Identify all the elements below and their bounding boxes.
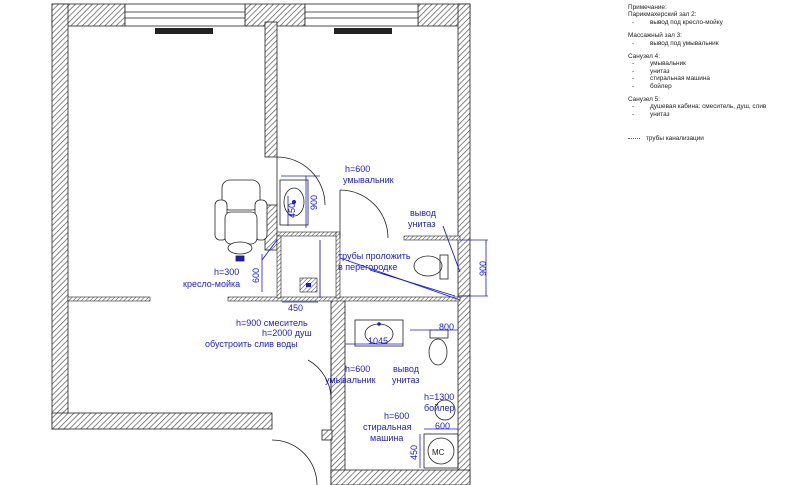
dim-450-shower: 450: [288, 303, 303, 313]
notes-item-text: умывальник: [650, 60, 686, 68]
notes-item-text: бойлер: [650, 82, 672, 90]
notes-item-text: вывод под умывальник: [650, 39, 719, 47]
notes-item-text: душевая кабина: смеситель, душ, слив: [650, 103, 767, 111]
label-sink4-name: умывальник: [325, 375, 376, 385]
dim-1045: 1045: [368, 336, 388, 346]
label-shower-3: обустроить слив воды: [205, 339, 298, 349]
label-pipes-2: в перегородке: [338, 262, 397, 272]
label-chair-h: h=300: [214, 267, 239, 277]
notes-item: - умывальник: [628, 60, 798, 67]
label-toilet4-2: унитаз: [392, 375, 420, 385]
annotations: h=600 умывальник вывод унитаз трубы прол…: [183, 164, 454, 457]
label-mc: МС: [432, 448, 445, 457]
notes-item-dash: -: [632, 82, 635, 90]
sewer-pipes: [261, 225, 461, 301]
shower-icon: [299, 277, 318, 293]
label-shower-2: h=2000 душ: [262, 328, 312, 338]
label-sink-h: h=600: [345, 164, 370, 174]
label-pipes-1: трубы проложить: [338, 251, 411, 261]
notes-item-text: унитаз: [650, 110, 670, 118]
dim-600-shower: 600: [251, 268, 261, 283]
notes-item-text: стиральная машина: [650, 75, 710, 83]
dim-900-sink: 900: [309, 195, 319, 210]
notes-item: - унитаз: [628, 68, 798, 75]
notes-item-dash: -: [632, 75, 635, 83]
notes-item-dash: -: [632, 39, 635, 47]
notes-item-dash: -: [632, 110, 635, 118]
label-toilet-name: унитаз: [408, 219, 436, 229]
toilet4-icon: [428, 329, 449, 366]
notes-item: - душевая кабина: смеситель, душ, слив: [628, 103, 798, 110]
label-wm-name-2: машина: [370, 433, 403, 443]
label-wm-name-1: стиральная: [363, 422, 412, 432]
notes-group-title: Санузел 4:: [628, 53, 660, 61]
notes-item-dash: -: [632, 67, 635, 75]
radiators: [155, 28, 392, 34]
label-toilet-out: вывод: [410, 208, 437, 218]
notes-item-dash: -: [632, 18, 635, 26]
sink-room3-icon: [279, 179, 309, 226]
dim-600-wm: 600: [435, 421, 450, 431]
notes-panel: Примечание: Парикмахерский зал 2:-вывод …: [628, 4, 798, 143]
legend-label: трубы канализации: [646, 135, 704, 143]
notes-groups: Парикмахерский зал 2:-вывод под кресло-м…: [628, 11, 798, 118]
label-sink-name: умывальник: [343, 175, 394, 185]
notes-group-title: Санузел 5:: [628, 96, 660, 104]
notes-item-dash: -: [632, 103, 635, 111]
label-wm-h: h=600: [384, 411, 409, 421]
notes-item: - стиральная машина: [628, 75, 798, 82]
chair-icon: [214, 179, 268, 262]
boiler-icon: [434, 399, 456, 421]
label-sink4-h: h=600: [345, 364, 370, 374]
legend: трубы канализации: [628, 135, 798, 142]
notes-group-title: Массажный зал 3:: [628, 32, 682, 40]
notes-item: - вывод под кресло-мойку: [628, 19, 798, 26]
dim-450-sink: 450: [287, 203, 297, 218]
notes-item: - унитаз: [628, 111, 798, 118]
legend-line-icon: [628, 138, 640, 140]
label-boiler-name: бойлер: [424, 403, 454, 413]
partitions: [67, 231, 461, 302]
label-chair-name: кресло-мойка: [183, 279, 240, 289]
label-shower-1: h=900 смеситель: [236, 318, 308, 328]
label-toilet4-1: вывод: [393, 364, 420, 374]
dimension-lines: [261, 175, 488, 468]
notes-title: Примечание:: [628, 4, 667, 11]
notes-item-text: вывод под кресло-мойку: [650, 18, 723, 26]
dimension-texts: 900 450 600 450 900 1045 800 600 450: [251, 195, 488, 460]
notes-item-text: унитаз: [650, 67, 670, 75]
washing-machine-icon: [423, 433, 459, 469]
notes-item: - бойлер: [628, 83, 798, 90]
doors: [271, 156, 389, 485]
notes-item: - вывод под умывальник: [628, 40, 798, 47]
label-boiler-h: h=1300: [424, 392, 454, 402]
notes-group-title: Парикмахерский зал 2:: [628, 11, 697, 19]
dim-900-toilet: 900: [478, 261, 488, 276]
windows: [124, 3, 419, 27]
notes-item-dash: -: [632, 60, 635, 68]
dim-450-wm: 450: [409, 445, 419, 460]
dim-800: 800: [439, 322, 454, 332]
toilet-icon: [413, 254, 449, 280]
